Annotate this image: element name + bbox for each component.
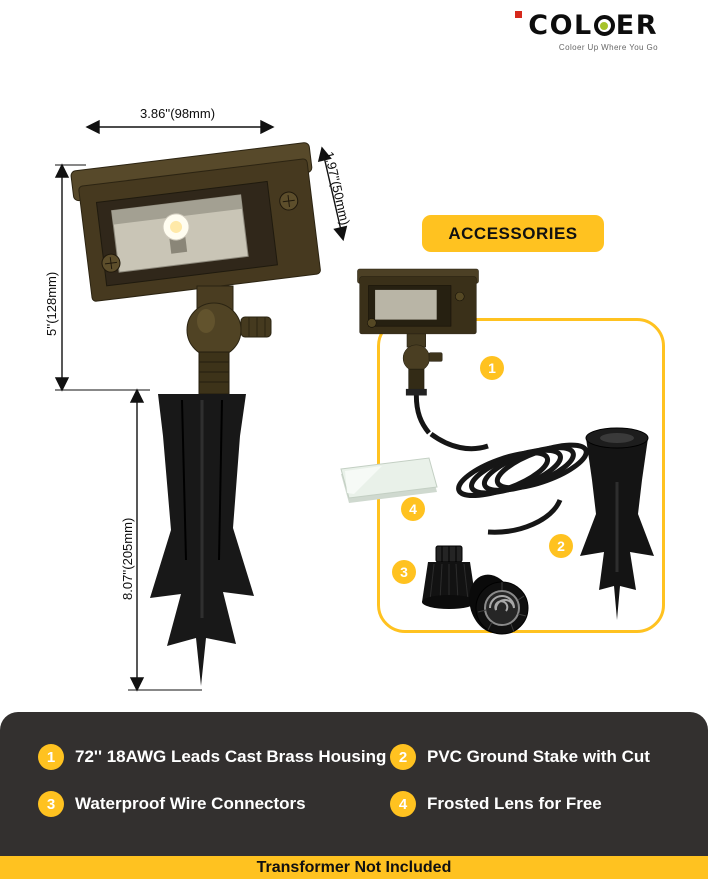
feature-text: Waterproof Wire Connectors bbox=[75, 794, 306, 813]
feature-item-4: 4 Frosted Lens for Free bbox=[390, 791, 602, 817]
logo-red-mark-icon bbox=[515, 11, 523, 18]
light-head-illustration bbox=[70, 142, 321, 302]
ball-joint-illustration bbox=[186, 285, 272, 395]
frosted-lens-illustration bbox=[340, 457, 438, 503]
adjust-knob bbox=[240, 316, 272, 338]
wire-coil-illustration bbox=[429, 431, 589, 535]
callout-2: 2 bbox=[549, 534, 573, 558]
accessory-stake-illustration bbox=[580, 427, 654, 620]
footer-note-bar: Transformer Not Included bbox=[0, 856, 708, 879]
dimension-arrows bbox=[54, 119, 348, 692]
dimension-width-label: 3.86''(98mm) bbox=[140, 106, 216, 121]
product-illustration bbox=[54, 119, 654, 692]
brand-tagline: Coloer Up Where You Go bbox=[558, 43, 658, 52]
accessory-fixture-illustration bbox=[357, 268, 479, 435]
dimension-stake-height-label: 8.07''(205mm) bbox=[120, 517, 135, 600]
lens-o-icon bbox=[593, 15, 615, 36]
feature-text: Frosted Lens for Free bbox=[427, 794, 602, 813]
feature-number-badge: 2 bbox=[390, 744, 416, 770]
wire-connectors-illustration bbox=[422, 545, 529, 635]
dimension-body-height-label: 5''(128mm) bbox=[44, 271, 59, 336]
callout-4: 4 bbox=[401, 497, 425, 521]
feature-number-badge: 4 bbox=[390, 791, 416, 817]
feature-text: PVC Ground Stake with Cut bbox=[427, 747, 650, 766]
callout-1: 1 bbox=[480, 356, 504, 380]
brand-text-left: COL bbox=[528, 10, 593, 41]
features-band: 1 72'' 18AWG Leads Cast Brass Housing 2 … bbox=[0, 712, 708, 856]
feature-item-3: 3 Waterproof Wire Connectors bbox=[38, 791, 306, 817]
callout-3: 3 bbox=[392, 560, 416, 584]
footer-note: Transformer Not Included bbox=[256, 858, 452, 876]
feature-number-badge: 1 bbox=[38, 744, 64, 770]
feature-item-1: 1 72'' 18AWG Leads Cast Brass Housing bbox=[38, 744, 386, 770]
feature-item-2: 2 PVC Ground Stake with Cut bbox=[390, 744, 650, 770]
screw-icons bbox=[101, 191, 299, 273]
brand-logo: COL ER Coloer Up Where You Go bbox=[515, 10, 658, 52]
feature-text: 72'' 18AWG Leads Cast Brass Housing bbox=[75, 747, 387, 766]
brand-wordmark: COL ER bbox=[515, 10, 658, 41]
ground-spike-illustration bbox=[150, 394, 254, 686]
brand-text-right: ER bbox=[615, 10, 658, 41]
feature-number-badge: 3 bbox=[38, 791, 64, 817]
accessories-badge: ACCESSORIES bbox=[422, 215, 604, 252]
